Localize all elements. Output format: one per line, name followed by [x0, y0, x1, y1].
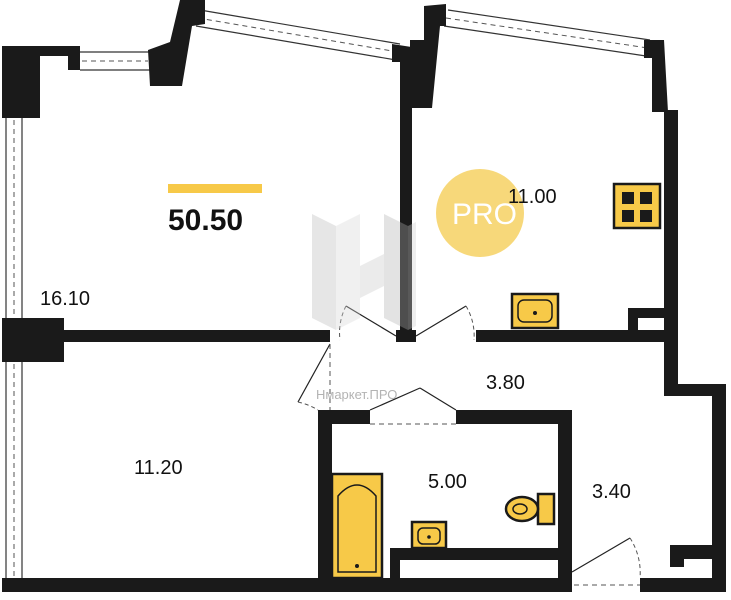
watermark-text: Нмаркет.ПРО [316, 387, 397, 402]
walls [2, 0, 726, 592]
stove-icon [612, 182, 662, 230]
bathtub-icon [330, 472, 384, 580]
kitchen-sink-icon [510, 292, 560, 330]
room-area-bedroom: 11.20 [134, 457, 183, 479]
wall-middle [62, 330, 330, 342]
total-area: 50.50 [168, 204, 243, 237]
watermark [312, 214, 416, 330]
wall-column-top-left [2, 46, 40, 118]
door-entrance [571, 537, 641, 586]
door-bedroom [297, 343, 331, 411]
bathroom-sink-icon [410, 520, 448, 550]
toilet-icon [504, 492, 556, 526]
pro-badge-text: PRO [452, 198, 517, 231]
room-area-kitchen: 11.00 [508, 186, 557, 208]
window-top-living [195, 9, 401, 61]
total-area-accent-bar [168, 184, 262, 193]
wall-living-kitchen [400, 100, 412, 336]
windows [5, 9, 651, 585]
doors [297, 305, 641, 586]
room-area-living: 16.10 [40, 288, 90, 310]
wall-bathroom [318, 410, 332, 590]
door-bathroom [369, 387, 457, 425]
window-top-left [80, 51, 150, 71]
window-top-kitchen [443, 9, 651, 57]
pro-badge-circle [436, 169, 524, 257]
room-area-entry: 3.40 [592, 481, 631, 503]
pro-badge: PRO [436, 169, 524, 257]
door-living [339, 305, 397, 341]
wall-column-left-middle [2, 318, 64, 362]
room-area-hall: 3.80 [486, 372, 525, 394]
window-left-lower [5, 362, 23, 585]
door-kitchen [415, 305, 475, 341]
fixtures [330, 182, 662, 580]
window-left-upper [5, 118, 23, 318]
wall-bottom [2, 578, 572, 592]
room-area-bathroom: 5.00 [428, 471, 467, 493]
